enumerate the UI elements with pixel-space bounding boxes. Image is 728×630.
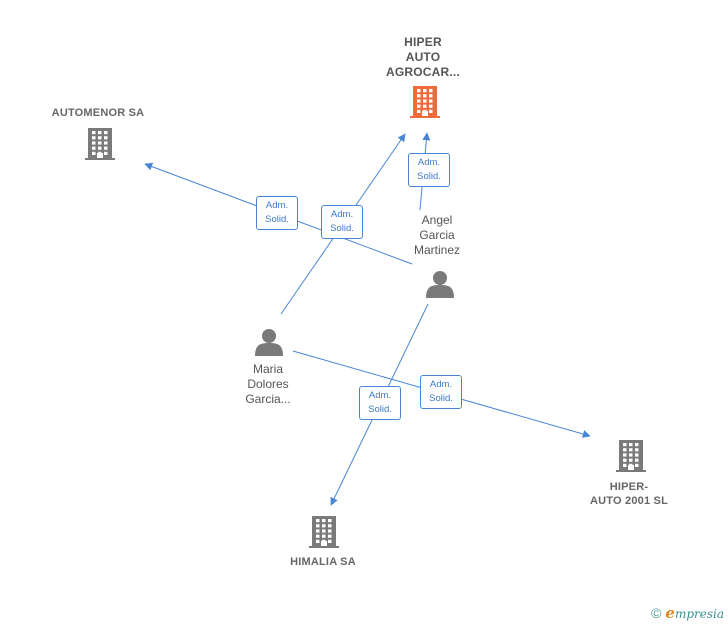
- label-line: Maria: [252, 362, 283, 376]
- relation-subtype: Solid.: [429, 393, 453, 404]
- relation-box-angel-himalia[interactable]: Adm. Solid.: [359, 386, 401, 420]
- label-line: Angel: [421, 213, 453, 227]
- relation-box-angel-hiper-auto-agrocar[interactable]: Adm. Solid.: [408, 153, 450, 187]
- building-icon[interactable]: [309, 516, 339, 548]
- brand-logo: empresia: [665, 604, 724, 622]
- brand-name: mpresia: [674, 607, 724, 621]
- brand-watermark: © empresia: [651, 604, 724, 622]
- node-label-automenor[interactable]: AUTOMENOR SA: [38, 106, 158, 120]
- label-line: AUTOMENOR SA: [51, 107, 145, 119]
- building-icon[interactable]: [616, 440, 646, 472]
- relation-type: Adm.: [330, 209, 354, 220]
- relation-box-maria-hiper-auto-agrocar[interactable]: Adm. Solid.: [321, 205, 363, 239]
- label-line: Garcia...: [245, 392, 291, 406]
- relation-subtype: Solid.: [417, 171, 441, 182]
- label-line: AUTO: [405, 50, 441, 64]
- label-line: HIPER-: [609, 481, 649, 493]
- label-line: Garcia: [419, 228, 455, 242]
- relation-subtype: Solid.: [330, 223, 354, 234]
- label-line: HIMALIA SA: [290, 556, 356, 568]
- label-line: HIPER: [404, 35, 442, 49]
- person-icon[interactable]: [426, 271, 454, 298]
- node-label-himalia[interactable]: HIMALIA SA: [273, 555, 373, 569]
- relation-box-maria-hiper-auto-2001[interactable]: Adm. Solid.: [420, 375, 462, 409]
- label-line: Dolores: [247, 377, 289, 391]
- label-line: Martinez: [413, 243, 460, 257]
- relation-subtype: Solid.: [265, 214, 289, 225]
- relation-type: Adm.: [368, 390, 392, 401]
- node-label-maria[interactable]: Maria Dolores Garcia...: [226, 362, 310, 407]
- relation-box-angel-automenor[interactable]: Adm. Solid.: [256, 196, 298, 230]
- relation-type: Adm.: [429, 379, 453, 390]
- relation-subtype: Solid.: [368, 404, 392, 415]
- copyright-icon: ©: [651, 605, 662, 621]
- node-label-angel[interactable]: Angel Garcia Martinez: [397, 213, 477, 258]
- person-icon[interactable]: [255, 329, 283, 356]
- relation-type: Adm.: [265, 200, 289, 211]
- label-line: AGROCAR...: [386, 65, 460, 79]
- building-icon[interactable]: [410, 86, 440, 118]
- building-icon[interactable]: [85, 128, 115, 160]
- node-label-hiper-auto-2001[interactable]: HIPER- AUTO 2001 SL: [579, 480, 679, 508]
- node-label-hiper-auto-agrocar[interactable]: HIPER AUTO AGROCAR...: [373, 35, 473, 80]
- brand-initial: e: [665, 604, 675, 622]
- label-line: AUTO 2001 SL: [589, 495, 668, 507]
- relation-type: Adm.: [417, 157, 441, 168]
